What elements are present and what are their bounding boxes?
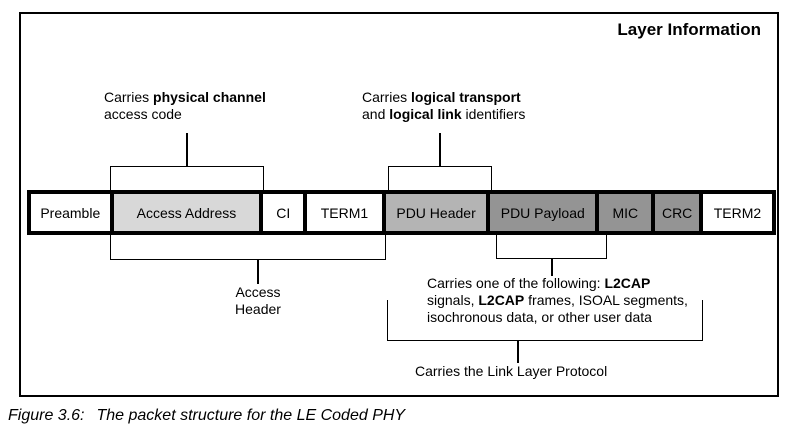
pdu-payload-stem <box>551 258 553 276</box>
link-layer-bracket <box>387 300 703 341</box>
packet-segment-term1: TERM1 <box>307 194 382 231</box>
packet-bar: Preamble Access Address CI TERM1 PDU Header P… <box>27 190 776 235</box>
packet-segment-ci: CI <box>263 194 304 231</box>
packet-segment-access-address: Access Address <box>113 194 260 231</box>
pdu-payload-bracket <box>496 235 607 259</box>
packet-segment-label: TERM1 <box>320 204 369 221</box>
pdu-header-callout-bracket <box>388 166 492 190</box>
packet-segment-label: TERM2 <box>713 204 762 221</box>
packet-segment-term2: TERM2 <box>702 194 772 231</box>
logical-transport-note-stem <box>439 133 441 167</box>
access-header-bracket <box>110 235 386 260</box>
physical-channel-note-stem <box>186 133 188 167</box>
link-layer-stem <box>517 341 519 363</box>
figure-caption-number: Figure 3.6: <box>8 407 85 424</box>
packet-segment-mic: MIC <box>599 194 652 231</box>
link-layer-note: Carries the Link Layer Protocol <box>415 363 608 379</box>
access-header-stem <box>257 259 259 284</box>
figure-caption-text: The packet structure for the LE Coded PH… <box>96 407 406 424</box>
layer-information-title: Layer Information <box>617 20 761 39</box>
access-address-callout-bracket <box>110 166 264 190</box>
packet-segment-pdu-header: PDU Header <box>385 194 487 231</box>
packet-segment-label: CI <box>276 204 291 221</box>
packet-segment-label: Preamble <box>40 204 101 221</box>
packet-segment-label: MIC <box>612 204 639 221</box>
packet-segment-pdu-payload: PDU Payload <box>490 194 596 231</box>
figure-caption: Figure 3.6: The packet structure for the … <box>8 407 405 425</box>
packet-segment-label: PDU Payload <box>500 204 585 221</box>
packet-segment-label: PDU Header <box>396 204 476 221</box>
packet-segment-label: CRC <box>661 204 693 221</box>
packet-segment-preamble: Preamble <box>31 194 110 231</box>
packet-segment-crc: CRC <box>655 194 699 231</box>
packet-segment-label: Access Address <box>136 204 237 221</box>
